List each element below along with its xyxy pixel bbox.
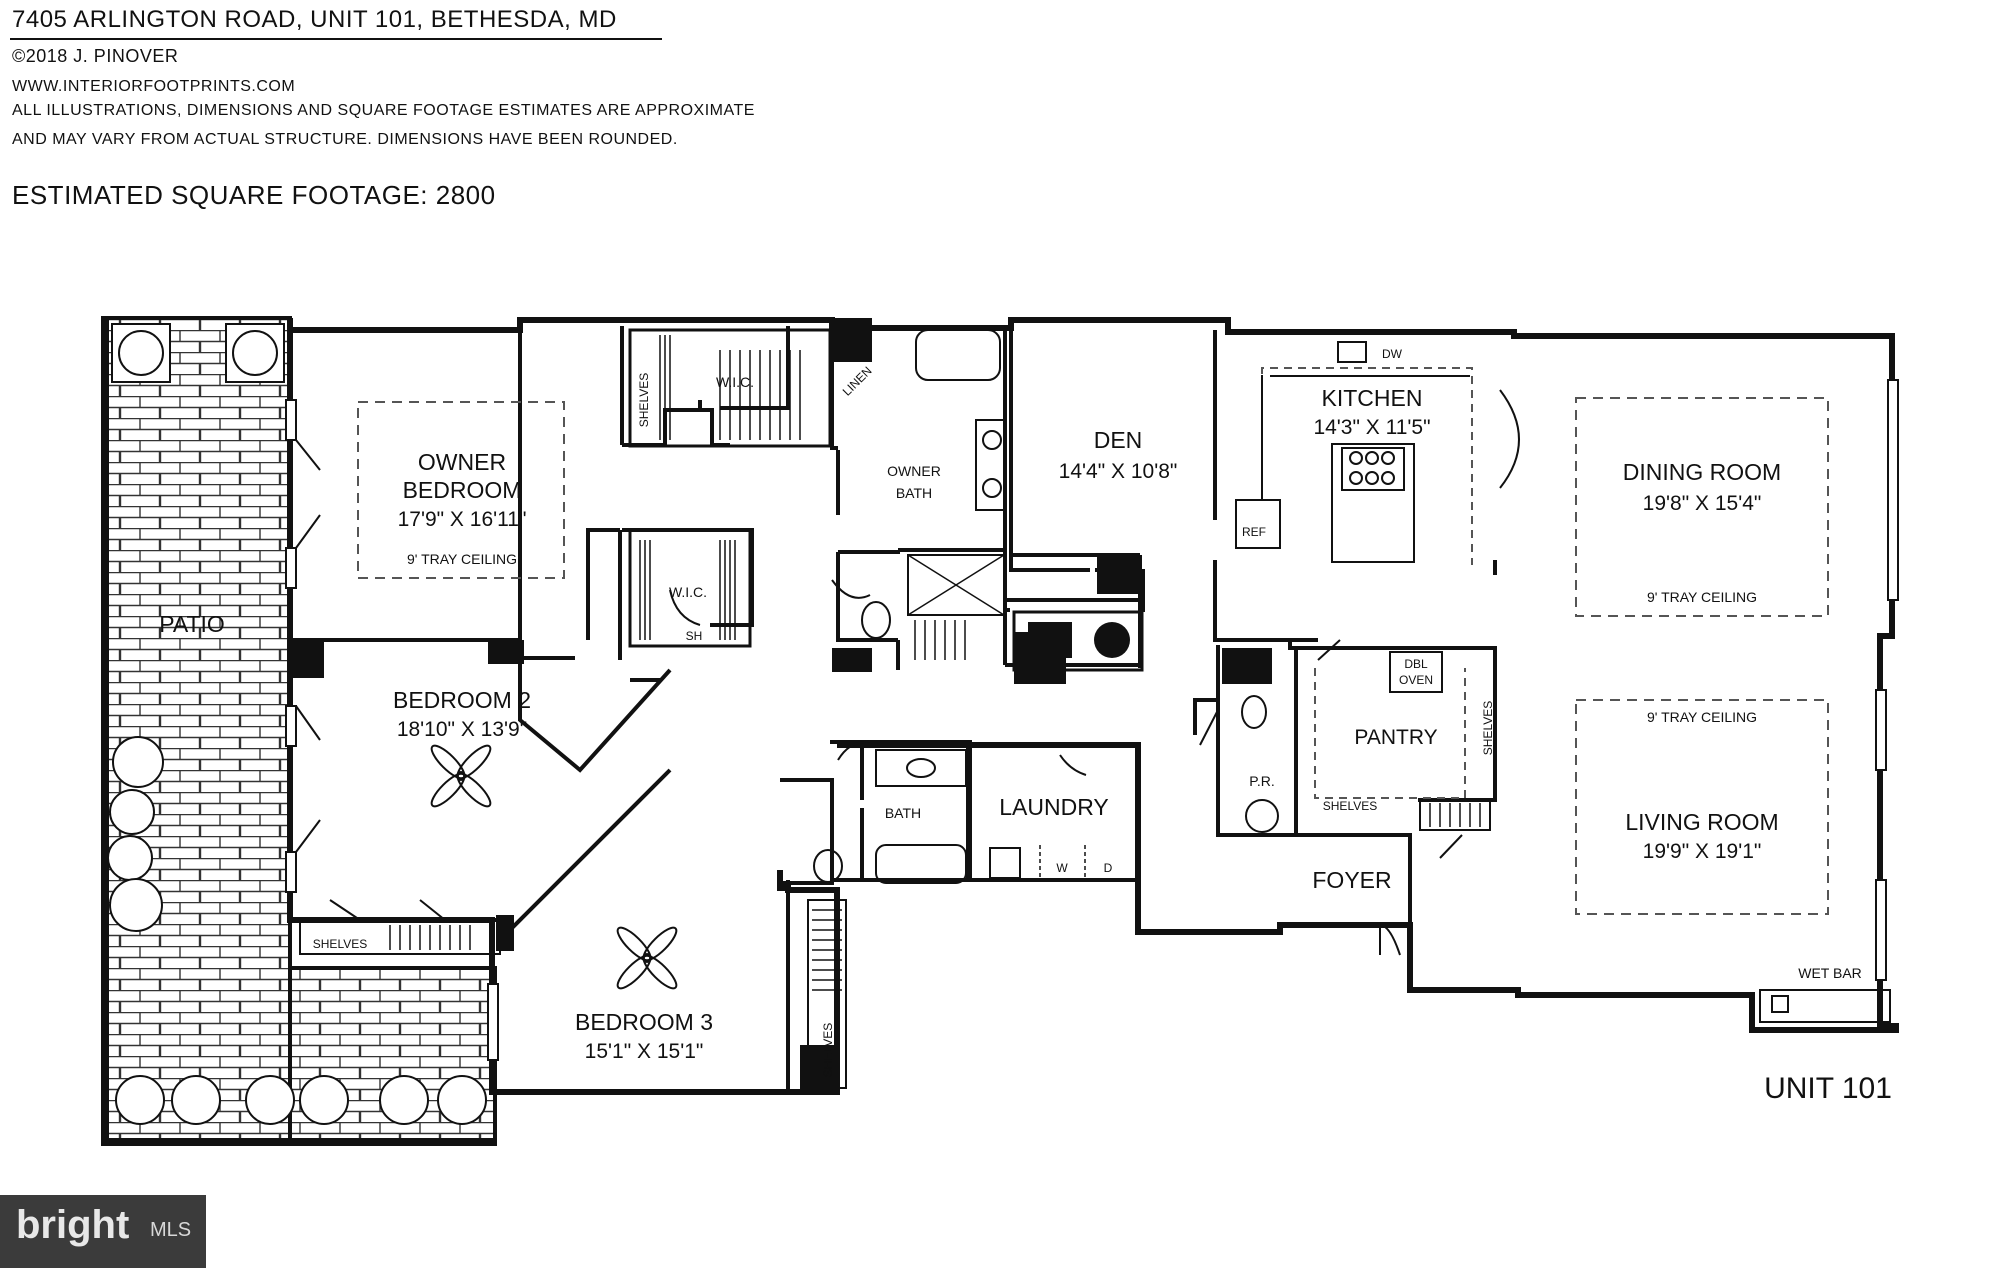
svg-text:14'4" X 10'8": 14'4" X 10'8" (1059, 460, 1178, 483)
svg-text:W.I.C.: W.I.C. (669, 584, 707, 600)
svg-text:KITCHEN: KITCHEN (1322, 385, 1423, 411)
planter-right (225, 323, 285, 383)
svg-text:SHELVES: SHELVES (1481, 701, 1495, 755)
powder-room: P.R. (1241, 695, 1279, 833)
svg-text:D: D (1104, 861, 1113, 875)
header-divider (10, 38, 662, 40)
svg-text:19'8" X 15'4": 19'8" X 15'4" (1643, 492, 1762, 515)
svg-text:W.I.C.: W.I.C. (716, 374, 754, 390)
svg-text:17'9" X 16'11": 17'9" X 16'11" (398, 508, 527, 531)
planter-left (111, 323, 171, 383)
bright-logo: bright (16, 1203, 130, 1247)
svg-text:DEN: DEN (1094, 427, 1143, 453)
living-room: 9' TRAY CEILING LIVING ROOM 19'9" X 19'1… (1575, 699, 1829, 915)
door-swings (295, 439, 1463, 956)
walk-in-closet-2: W.I.C. SH (628, 528, 752, 648)
svg-text:FOYER: FOYER (1312, 867, 1391, 893)
svg-text:PANTRY: PANTRY (1354, 726, 1437, 749)
wet-bar: WET BAR (1759, 965, 1891, 1023)
svg-text:14'3" X 11'5": 14'3" X 11'5" (1313, 416, 1430, 439)
mls-label: MLS (150, 1219, 192, 1241)
square-footage: ESTIMATED SQUARE FOOTAGE: 2800 (12, 180, 496, 210)
svg-text:9' TRAY CEILING: 9' TRAY CEILING (1647, 709, 1757, 725)
svg-text:LINEN: LINEN (840, 364, 875, 399)
shrubs-bottom (115, 1075, 487, 1125)
svg-text:19'9" X 19'1": 19'9" X 19'1" (1643, 840, 1762, 863)
patio: PATIO (101, 316, 497, 1146)
svg-text:BEDROOM 3: BEDROOM 3 (575, 1009, 713, 1035)
svg-text:15'1" X 15'1": 15'1" X 15'1" (585, 1040, 704, 1063)
svg-text:SHELVES: SHELVES (1323, 799, 1377, 813)
patio-label: PATIO (159, 611, 225, 637)
den: DEN 14'4" X 10'8" (1012, 427, 1178, 672)
laundry: LAUNDRY W D (989, 794, 1113, 880)
copyright: ©2018 J. PINOVER (12, 46, 179, 66)
mls-watermark: bright MLS (0, 1195, 206, 1268)
svg-text:18'10" X 13'9": 18'10" X 13'9" (397, 718, 527, 741)
svg-text:SH: SH (686, 629, 703, 643)
owner-bedroom: OWNER BEDROOM 17'9" X 16'11" 9' TRAY CEI… (357, 401, 565, 579)
svg-text:BEDROOM 2: BEDROOM 2 (393, 687, 531, 713)
svg-text:BEDROOM: BEDROOM (403, 477, 522, 503)
website[interactable]: WWW.INTERIORFOOTPRINTS.COM (12, 78, 296, 95)
svg-text:LIVING ROOM: LIVING ROOM (1625, 809, 1778, 835)
svg-text:DW: DW (1382, 347, 1403, 361)
windows-west (285, 399, 499, 1061)
svg-text:REF: REF (1242, 525, 1266, 539)
windows-east (1875, 379, 1899, 981)
shrubs-left (107, 736, 164, 932)
ceiling-fan-icon (430, 744, 492, 808)
svg-text:WET BAR: WET BAR (1798, 965, 1862, 981)
svg-text:OWNER: OWNER (887, 463, 941, 479)
bedroom-2: BEDROOM 2 18'10" X 13'9" SHELVES (299, 687, 531, 955)
ceiling-fan-icon (616, 926, 678, 990)
foyer: FOYER (1312, 867, 1391, 893)
svg-text:SHELVES: SHELVES (637, 373, 651, 427)
property-address: 7405 ARLINGTON ROAD, UNIT 101, BETHESDA,… (12, 6, 617, 33)
dining-room: DINING ROOM 19'8" X 15'4" 9' TRAY CEILIN… (1575, 397, 1829, 617)
pantry: PANTRY DBL OVEN SHELVES SHELVES (1314, 651, 1495, 831)
hall-bath: BATH (813, 749, 967, 884)
svg-text:SHELVES: SHELVES (313, 937, 367, 951)
svg-text:LAUNDRY: LAUNDRY (999, 794, 1109, 820)
svg-text:P.R.: P.R. (1249, 773, 1274, 789)
bedroom-3: BEDROOM 3 15'1" X 15'1" SHELVES (575, 899, 847, 1089)
svg-text:DINING ROOM: DINING ROOM (1623, 459, 1781, 485)
svg-text:BATH: BATH (885, 805, 921, 821)
svg-text:DBL: DBL (1404, 657, 1428, 671)
kitchen: REF KITCHEN 14'3" X 11'5" DW (1235, 341, 1520, 565)
owner-bath: OWNER BATH (861, 329, 1007, 660)
disclaimer-line-2: AND MAY VARY FROM ACTUAL STRUCTURE. DIME… (12, 131, 678, 148)
svg-text:OVEN: OVEN (1399, 673, 1433, 687)
svg-text:OWNER: OWNER (418, 449, 506, 475)
unit-label: UNIT 101 (1764, 1072, 1892, 1105)
svg-text:BATH: BATH (896, 485, 932, 501)
svg-text:SHELVES: SHELVES (821, 1023, 835, 1077)
svg-text:W: W (1056, 861, 1068, 875)
disclaimer-line-1: ALL ILLUSTRATIONS, DIMENSIONS AND SQUARE… (12, 102, 755, 119)
svg-text:9' TRAY CEILING: 9' TRAY CEILING (407, 551, 517, 567)
svg-text:9' TRAY CEILING: 9' TRAY CEILING (1647, 589, 1757, 605)
